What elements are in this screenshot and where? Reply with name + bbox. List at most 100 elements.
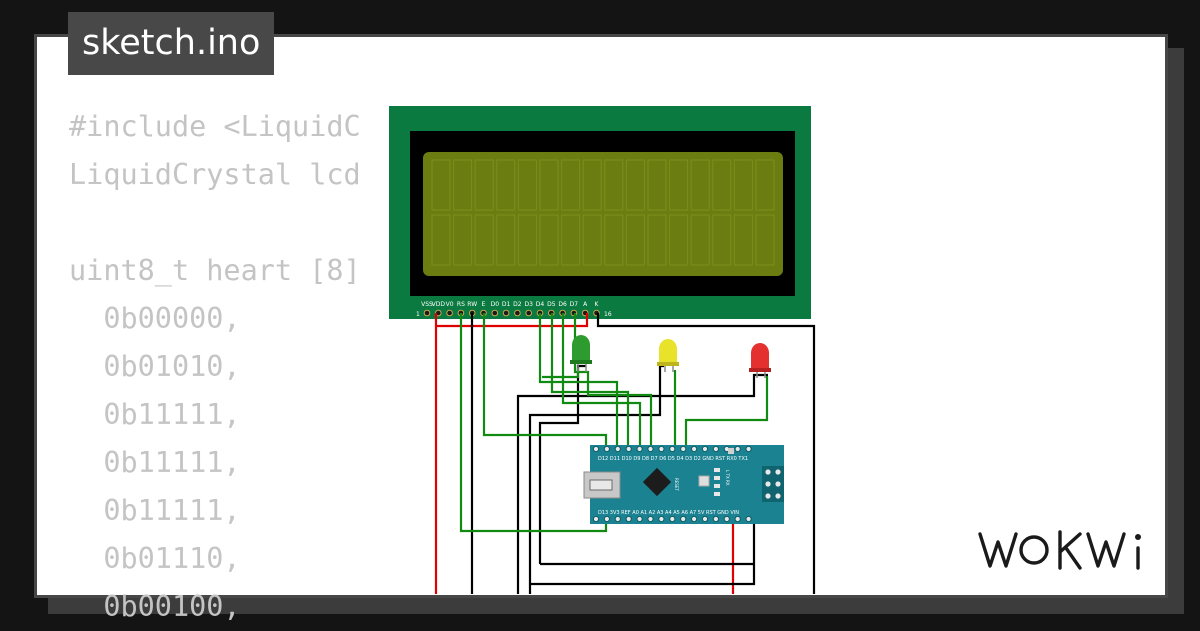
lcd-char-cell — [647, 159, 667, 211]
wire-signal-e[interactable] — [542, 368, 580, 379]
lcd-pin-label: D4 — [536, 301, 545, 308]
wire-ground-led2[interactable] — [538, 364, 586, 564]
icsp-pin — [775, 481, 781, 487]
nano-bottom-pin — [625, 515, 632, 523]
wire-signal-led-red[interactable] — [684, 376, 769, 448]
arduino-nano[interactable]: D12 D11 D10 D9 D8 D7 D6 D5 D4 D3 D2 GND … — [583, 445, 784, 524]
lcd-char-cell — [561, 159, 581, 211]
lcd-pin-label: V0 — [446, 301, 454, 308]
lcd-char-cell — [431, 159, 451, 211]
nano-bottom-pin — [636, 515, 643, 523]
lcd-char-cell — [669, 214, 689, 266]
lcd-pin-label: RS — [457, 301, 465, 308]
lcd-char-cell — [539, 214, 559, 266]
lcd-pin-label: A — [583, 301, 588, 308]
lcd-char-cell — [431, 214, 451, 266]
wire-ground-gnd[interactable] — [530, 516, 756, 586]
lcd-char-cell — [496, 214, 516, 266]
filename-tab[interactable]: sketch.ino — [68, 12, 275, 75]
green-led[interactable] — [570, 335, 592, 372]
nano-top-pin — [658, 445, 665, 453]
lcd-pin — [525, 309, 533, 317]
lcd-char-cell — [453, 214, 473, 266]
lcd-char-cell — [453, 159, 473, 211]
reset-button[interactable] — [698, 475, 710, 487]
code-line: 0b01010, — [69, 350, 241, 383]
code-line: 0b01110, — [69, 542, 241, 575]
lcd-pin-label: VSS — [421, 301, 433, 308]
lcd-char-cell — [712, 159, 732, 211]
wire-power-a[interactable] — [436, 313, 589, 328]
lcd-char-cell — [474, 214, 494, 266]
reset-label: RESET — [674, 478, 679, 491]
arduino-board — [590, 445, 784, 524]
lcd-char-cell — [539, 159, 559, 211]
lcd-pin — [514, 309, 521, 317]
nano-top-pin — [636, 445, 643, 453]
lcd-char-cell — [517, 214, 537, 266]
lcd-char-cell — [561, 214, 581, 266]
code-line: 0b11111, — [69, 446, 241, 479]
wire-signal-d5[interactable] — [550, 313, 630, 448]
icsp-pin — [775, 469, 781, 475]
wokwi-logo — [978, 530, 1141, 570]
nano-top-pin — [734, 445, 741, 453]
wire-signal-d4[interactable] — [538, 313, 619, 448]
lcd-char-cell — [625, 214, 645, 266]
nano-bottom-pin — [712, 515, 720, 523]
yellow-led-leg — [664, 366, 674, 372]
yellow-led[interactable] — [657, 339, 679, 372]
wire-signal-led-yellow[interactable] — [662, 370, 677, 450]
icsp-header — [762, 466, 784, 502]
lcd-pin — [446, 309, 453, 317]
lcd-char-cell — [647, 214, 667, 266]
lcd-pin-label: K — [595, 301, 600, 308]
nano-top-pin — [712, 445, 720, 453]
nano-bottom-pin — [592, 515, 600, 523]
lcd-char-cell — [496, 159, 516, 211]
nano-bottom-pin — [691, 515, 698, 523]
lcd-char-cell — [733, 214, 753, 266]
nano-bottom-pin — [723, 515, 730, 523]
nano-bottom-pin — [647, 515, 654, 523]
lcd-pin-label: D7 — [570, 301, 579, 308]
wire-signal-d6[interactable] — [561, 313, 642, 448]
red-led-leg — [756, 372, 766, 378]
lcd-char-cell — [625, 159, 645, 211]
wire-signal-rs[interactable] — [482, 313, 608, 448]
nano-top-pin — [625, 445, 632, 453]
lcd-pin-label: E — [482, 301, 486, 308]
lcd-pin-label: VDD — [432, 301, 446, 308]
lcd-char-cell — [755, 159, 775, 211]
green-led-base — [570, 360, 592, 364]
lcd-screen — [423, 152, 783, 276]
lcd-pin-label: D1 — [502, 301, 511, 308]
wire-ground-rw[interactable] — [516, 373, 768, 594]
lcd-pin-last-label: 16 — [604, 311, 612, 318]
lcd-char-cell — [712, 214, 732, 266]
lcd-pin — [423, 309, 431, 317]
lcd-char-cell — [669, 159, 689, 211]
nano-bottom-pin — [701, 515, 709, 523]
nano-top-pin — [701, 445, 709, 453]
lcd-pin-first-label: 1 — [416, 311, 420, 318]
code-line: 0b00000, — [69, 302, 241, 335]
wire-ground-k[interactable] — [596, 313, 816, 594]
lcd-char-cell — [690, 214, 710, 266]
lcd-char-cell — [604, 159, 624, 211]
nano-bottom-pin — [669, 515, 676, 523]
red-led[interactable] — [749, 343, 771, 378]
lcd-char-grid — [431, 159, 775, 266]
nano-top-pin — [592, 445, 600, 453]
nano-bottom-pin — [658, 515, 665, 523]
yellow-led-lens — [659, 339, 677, 364]
code-line: 0b11111, — [69, 494, 241, 527]
green-led-leg — [577, 364, 587, 372]
microcontroller-chip — [642, 467, 672, 497]
lcd-pin — [502, 309, 510, 317]
lcd-pin-label: D3 — [524, 301, 533, 308]
icsp-frame — [762, 466, 784, 502]
lcd-pin-label: D0 — [491, 301, 500, 308]
arduino-top-pin-labels: D12 D11 D10 D9 D8 D7 D6 D5 D4 D3 D2 GND … — [598, 456, 748, 462]
